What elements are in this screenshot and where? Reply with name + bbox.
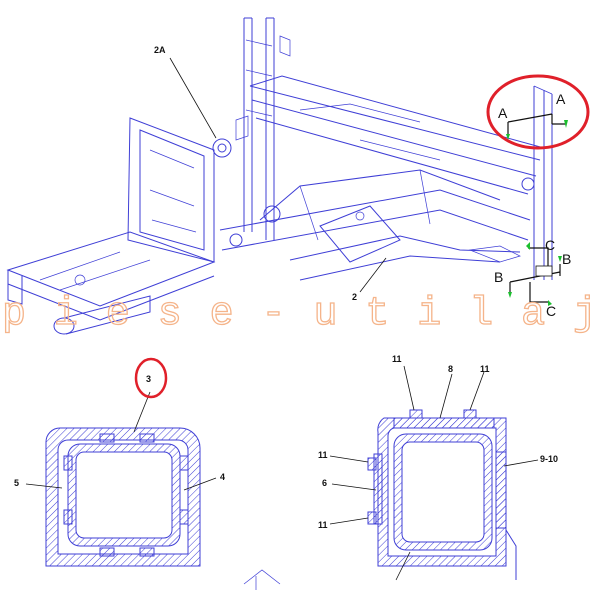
label-section-c-bottom: C bbox=[546, 303, 556, 319]
callout-2: 2 bbox=[352, 292, 357, 302]
label-part-6: 6 bbox=[322, 478, 327, 488]
label-section-c-top: C bbox=[545, 237, 555, 253]
highlight-circle-section-a bbox=[486, 74, 590, 150]
label-part-11-mid-lower: 11 bbox=[318, 520, 328, 530]
label-part-11-top-left: 11 bbox=[392, 354, 402, 364]
section-marker-a: A A bbox=[498, 91, 568, 140]
label-part-11-top-right: 11 bbox=[480, 364, 490, 374]
watermark-text: piese-utilaj bbox=[2, 292, 598, 337]
label-part-4: 4 bbox=[220, 472, 225, 482]
label-part-9-10: 9-10 bbox=[540, 454, 558, 464]
cross-section-left: 3 5 4 bbox=[14, 357, 225, 567]
highlight-circle-section-3 bbox=[134, 357, 168, 399]
label-section-3: 3 bbox=[146, 374, 151, 384]
bottom-fragment bbox=[243, 569, 281, 590]
label-section-b-left: B bbox=[494, 269, 503, 285]
callout-2a: 2A bbox=[154, 45, 166, 55]
label-section-b-right: B bbox=[562, 251, 571, 267]
label-part-5: 5 bbox=[14, 478, 19, 488]
label-part-11-mid-upper: 11 bbox=[318, 450, 328, 460]
label-section-a-right: A bbox=[556, 91, 566, 107]
cross-section-right: 11 8 11 11 6 11 9-10 bbox=[318, 354, 558, 581]
section-marker-bc: C B B C bbox=[494, 237, 571, 319]
label-part-8: 8 bbox=[448, 364, 453, 374]
label-section-a-left: A bbox=[498, 105, 508, 121]
frame-isometric-view: A A C B B C 2A 2 bbox=[6, 17, 590, 335]
